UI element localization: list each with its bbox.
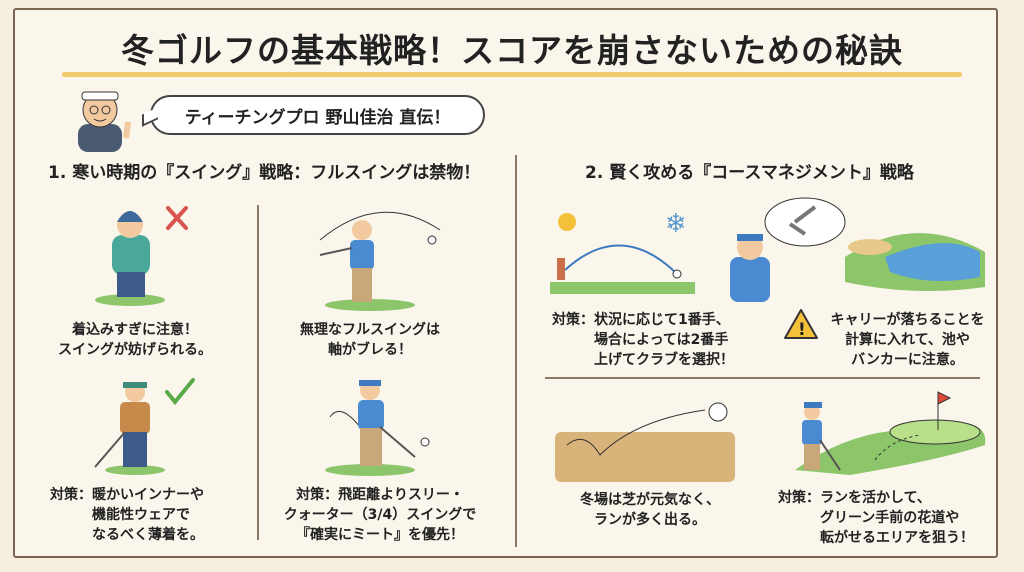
sun-icon [558, 213, 576, 231]
section2-caption-3: 冬場は芝が元気なく、 ランが多く出る。 [580, 492, 720, 528]
pro-avatar [78, 91, 131, 152]
section1-caption-3: 対策：暖かいインナーや 機能性ウェアで なるべく薄着を。 [50, 487, 204, 543]
section1-heading: 1. 寒い時期の『スイング』戦略：フルスイングは禁物！ [48, 163, 481, 183]
section2-heading: 2. 賢く攻める『コースマネジメント』戦略 [585, 163, 914, 183]
section2-caption-2: キャリーが落ちることを 計算に入れて、池や バンカーに注意。 [830, 312, 985, 368]
section1-caption-4: 対策：飛距離よりスリー・ クォーター（3/4）スイングで 『確実にミート』を優先… [283, 487, 477, 543]
trajectory-illustration: ❄ [550, 209, 695, 294]
check-mark-icon [165, 378, 195, 406]
section1-caption-1: 着込みすぎに注意！ スイングが妨げられる。 [58, 322, 212, 358]
full-swing-golfer-illustration [319, 211, 441, 311]
section2-caption-4: 対策：ランを活かして、 グリーン手前の花道や 転がせるエリアを狙う！ [778, 490, 974, 546]
column-divider [257, 205, 259, 540]
snowflake-icon: ❄ [665, 209, 687, 239]
section-divider [515, 155, 517, 547]
page-title: 冬ゴルフの基本戦略！スコアを崩さないための秘訣 [121, 31, 903, 70]
club-selection-hazard-illustration [730, 197, 985, 302]
speech-bubble: ティーチングプロ 野山佳治 直伝！ [150, 95, 485, 135]
svg-text:!: ! [798, 320, 806, 340]
three-quarter-swing-illustration [325, 380, 430, 476]
light-clothing-golfer-illustration [94, 378, 195, 475]
title-underline [62, 72, 962, 77]
green-approach-illustration [795, 391, 986, 475]
x-mark-icon [166, 206, 188, 230]
section2-caption-1: 対策：状況に応じて1番手、 場合によっては2番手 上げてクラブを選択！ [552, 312, 734, 368]
dry-grass-run-illustration [555, 402, 735, 482]
bundled-golfer-illustration [95, 206, 188, 306]
warning-icon: ! [784, 309, 818, 340]
row-divider [545, 377, 980, 379]
section1-caption-2: 無理なフルスイングは 軸がブレる！ [300, 322, 440, 358]
